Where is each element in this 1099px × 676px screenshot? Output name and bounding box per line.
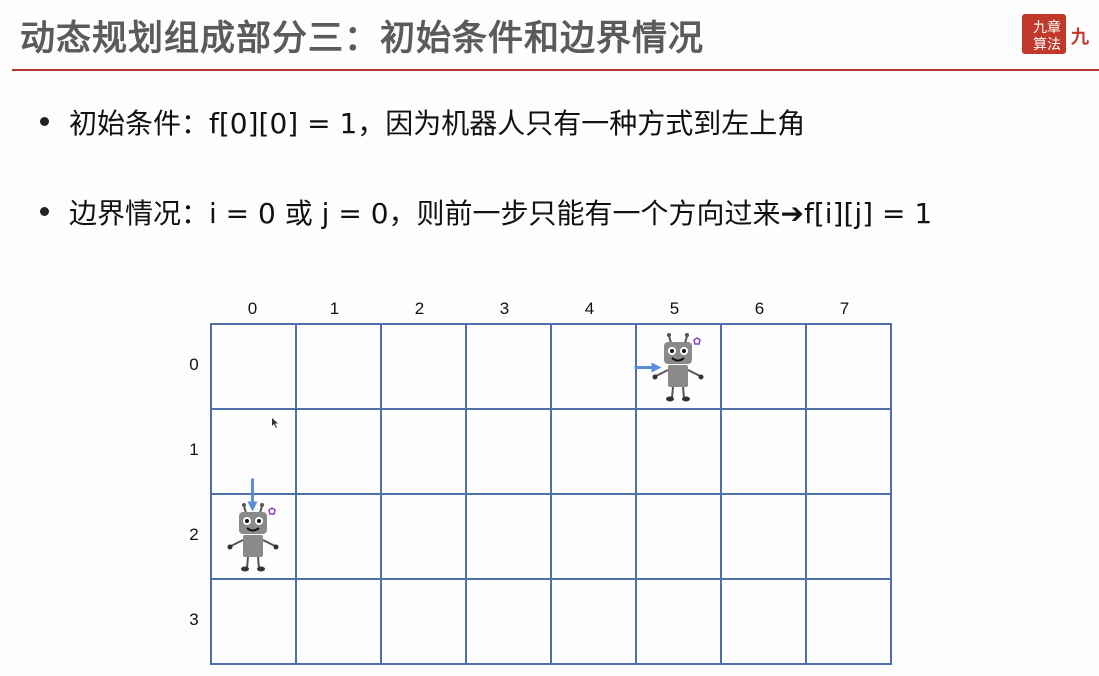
column-label: 4 [584,299,595,318]
column-label: 5 [669,299,680,318]
grid-cell [805,493,892,580]
grid-cell [805,578,892,665]
robot-icon [225,502,281,574]
logo-char: 法 [1047,37,1061,53]
mouse-cursor-icon [272,418,278,428]
title-divider [12,69,1099,71]
row-label: 2 [189,524,199,544]
row-label: 0 [189,354,199,374]
grid-cell [210,323,297,410]
logo-char: 算 [1033,37,1047,53]
bullet-text: 初始条件：f[0][0] = 1，因为机器人只有一种方式到左上角 [69,107,806,140]
arrow-head [247,501,258,512]
grid-cell [465,493,552,580]
grid-cell [465,408,552,495]
grid-cell [295,323,382,410]
bullet-dot [40,206,49,216]
grid-cell [295,408,382,495]
logo-char: 九 [1033,20,1047,36]
column-label: 1 [329,299,340,318]
column-label: 6 [754,299,765,318]
column-label: 0 [247,299,258,318]
grid-cell [380,578,467,665]
bullet-boundary-condition: 边界情况：i = 0 或 j = 0，则前一步只能有一个方向过来➔f[i][j]… [40,192,932,232]
row-label: 1 [189,439,199,459]
column-label: 7 [839,299,850,318]
logo-char: 章 [1047,19,1061,36]
logo-char: 九 [1070,27,1089,48]
grid-cell [805,408,892,495]
slide-title: 动态规划组成部分三：初始条件和边界情况 [20,19,705,59]
column-label: 3 [499,299,510,318]
grid-cell [465,578,552,665]
bullet-text: 边界情况：i = 0 或 j = 0，则前一步只能有一个方向过来➔f[i][j]… [69,197,933,230]
robot-icon [650,332,706,404]
grid-cell [295,578,382,665]
grid-cell [380,493,467,580]
grid-cell [550,408,637,495]
bullet-dot [40,116,49,126]
jiuzhang-logo: 九 章 算 法 九 [1022,14,1089,54]
row-label: 3 [189,609,199,629]
column-label: 2 [414,299,425,318]
bullet-initial-condition: 初始条件：f[0][0] = 1，因为机器人只有一种方式到左上角 [40,102,805,142]
arrow-head [651,362,662,373]
